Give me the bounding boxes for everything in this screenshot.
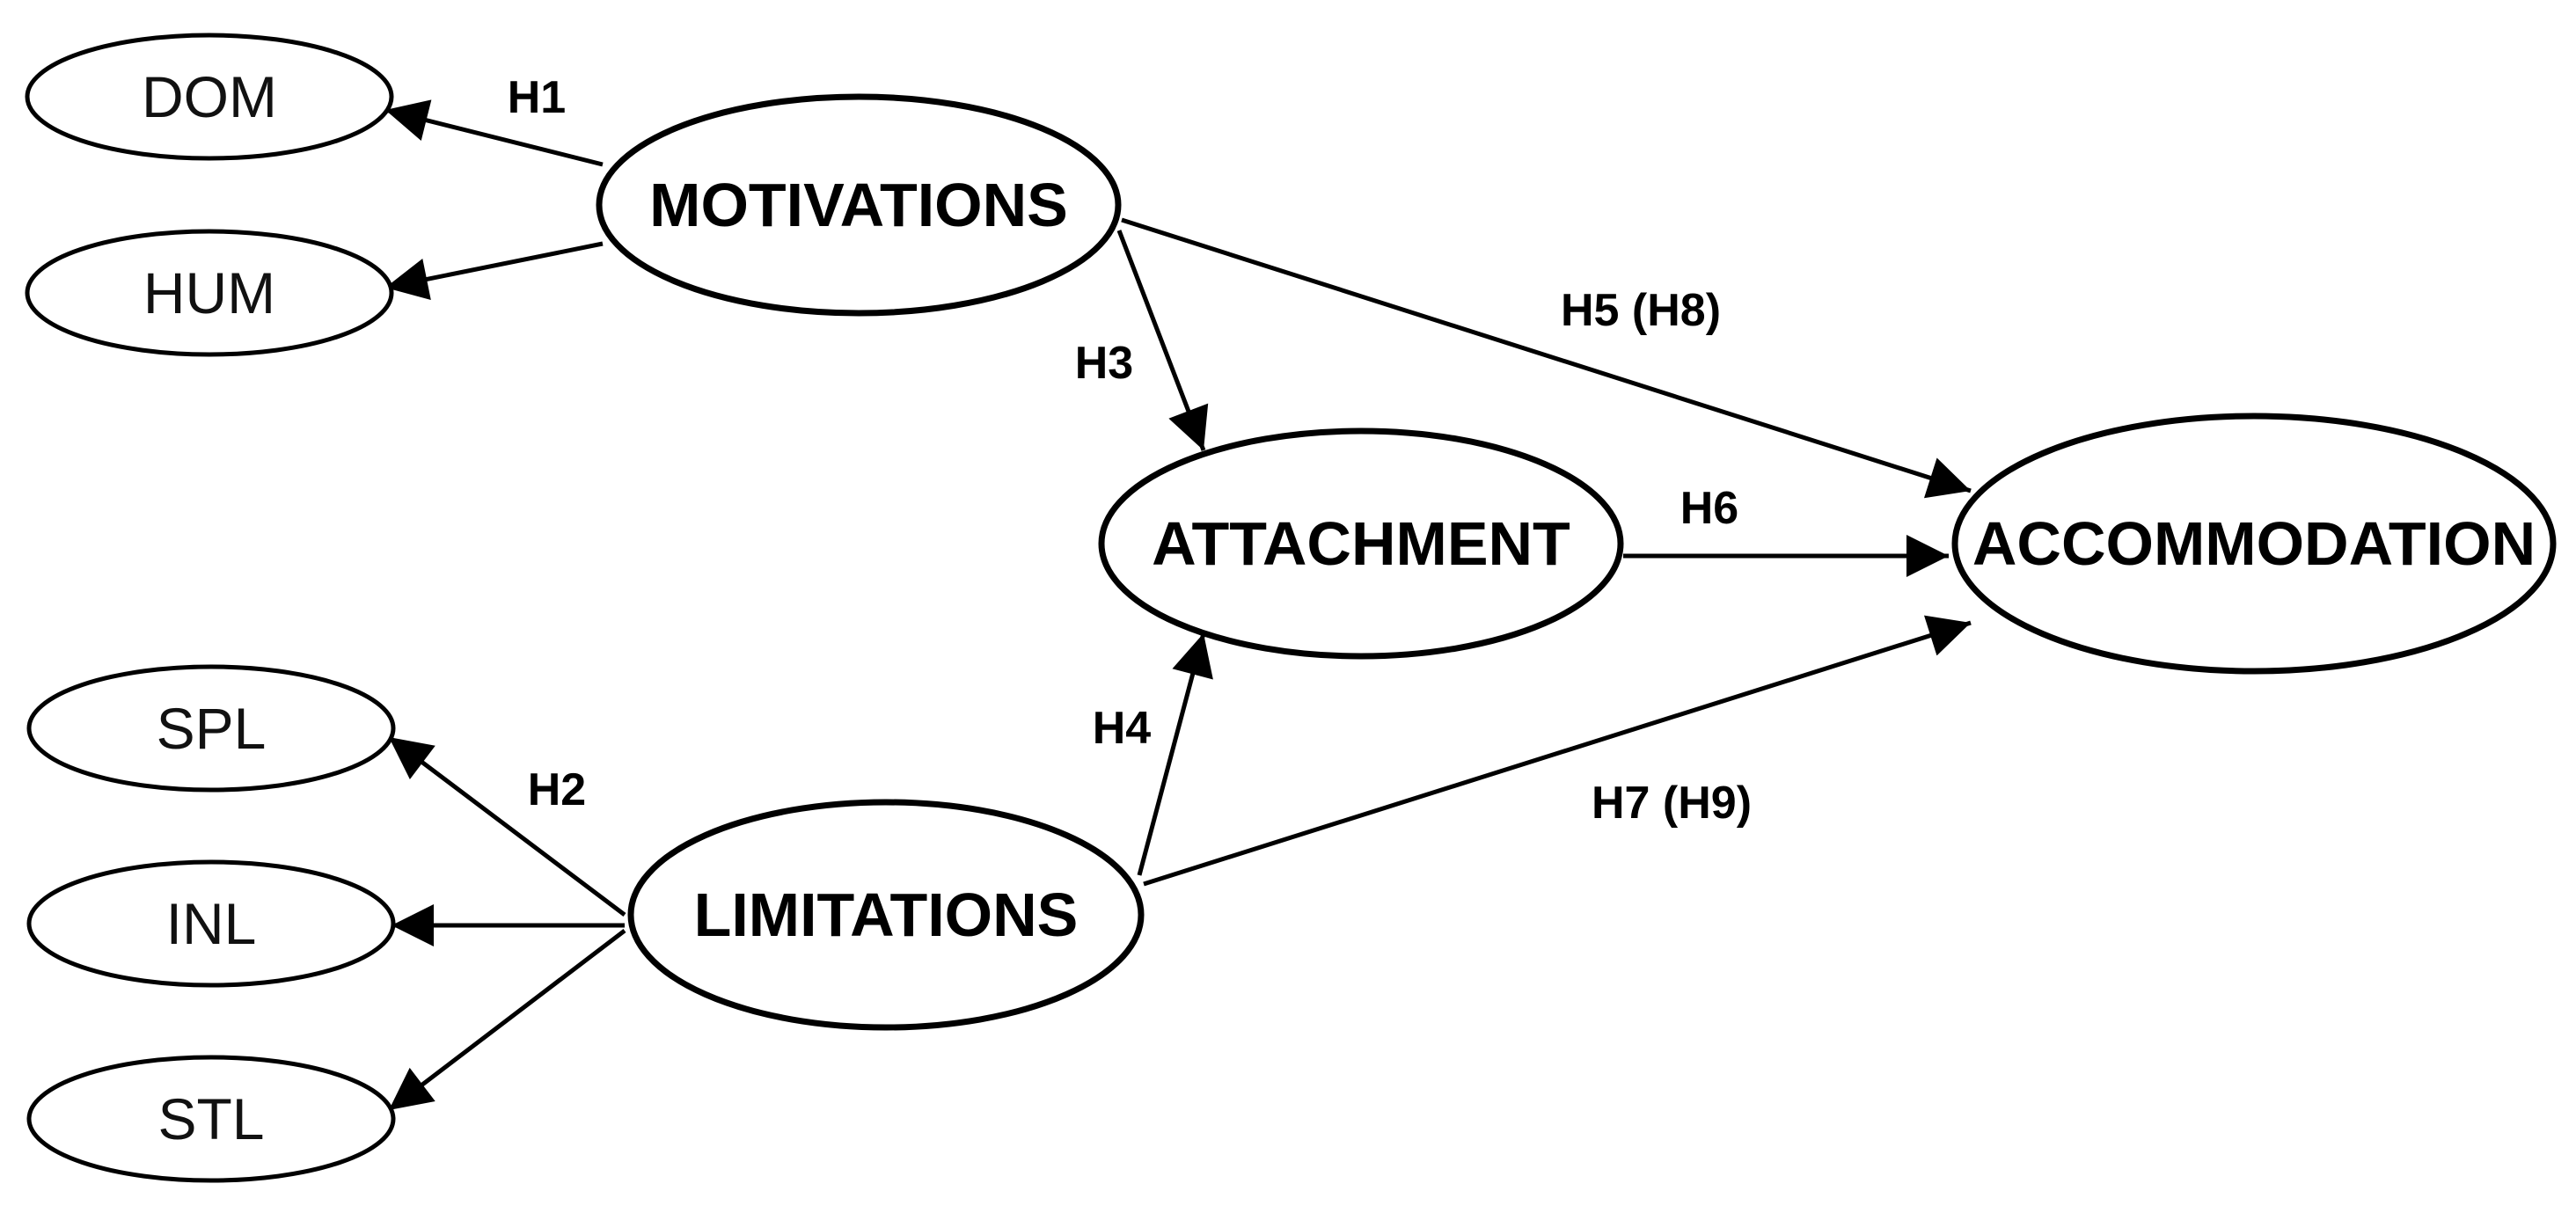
node-spl-label: SPL bbox=[157, 696, 267, 761]
edge-limitations-spl bbox=[387, 735, 626, 917]
edges bbox=[384, 99, 1972, 1112]
edge-label-h5: H5 (H8) bbox=[1561, 285, 1721, 336]
edge-label-h4: H4 bbox=[1093, 703, 1152, 754]
edge-label-h2: H2 bbox=[528, 764, 586, 815]
edge-label-h6: H6 bbox=[1680, 483, 1738, 534]
node-attachment: ATTACHMENT bbox=[1098, 427, 1624, 660]
edge-motivations-attachment bbox=[1116, 230, 1209, 451]
edge-limitations-stl bbox=[387, 929, 626, 1112]
edge-limitations-attachment bbox=[1137, 632, 1213, 876]
node-attachment-label: ATTACHMENT bbox=[1152, 509, 1570, 578]
node-stl: STL bbox=[26, 1055, 396, 1183]
node-hum-label: HUM bbox=[143, 260, 275, 325]
node-hum: HUM bbox=[25, 229, 394, 357]
node-motivations-label: MOTIVATIONS bbox=[649, 171, 1068, 239]
node-inl: INL bbox=[26, 859, 396, 988]
edge-motivations-accommodation bbox=[1121, 217, 1972, 499]
edge-label-h7: H7 (H9) bbox=[1592, 778, 1752, 829]
edge-motivations-hum bbox=[384, 241, 604, 300]
node-limitations: LIMITATIONS bbox=[627, 799, 1145, 1031]
node-dom: DOM bbox=[25, 33, 394, 161]
node-spl: SPL bbox=[26, 664, 396, 793]
node-motivations: MOTIVATIONS bbox=[596, 93, 1122, 317]
edge-motivations-dom bbox=[384, 99, 604, 167]
node-accommodation-label: ACCOMMODATION bbox=[1972, 509, 2536, 578]
edge-label-h3: H3 bbox=[1075, 338, 1133, 389]
node-limitations-label: LIMITATIONS bbox=[694, 881, 1079, 949]
edge-limitations-accommodation bbox=[1143, 615, 1972, 887]
edge-label-h1: H1 bbox=[508, 72, 566, 123]
node-stl-label: STL bbox=[157, 1086, 264, 1151]
node-dom-label: DOM bbox=[142, 64, 277, 129]
node-accommodation: ACCOMMODATION bbox=[1951, 413, 2557, 675]
node-inl-label: INL bbox=[166, 891, 257, 956]
